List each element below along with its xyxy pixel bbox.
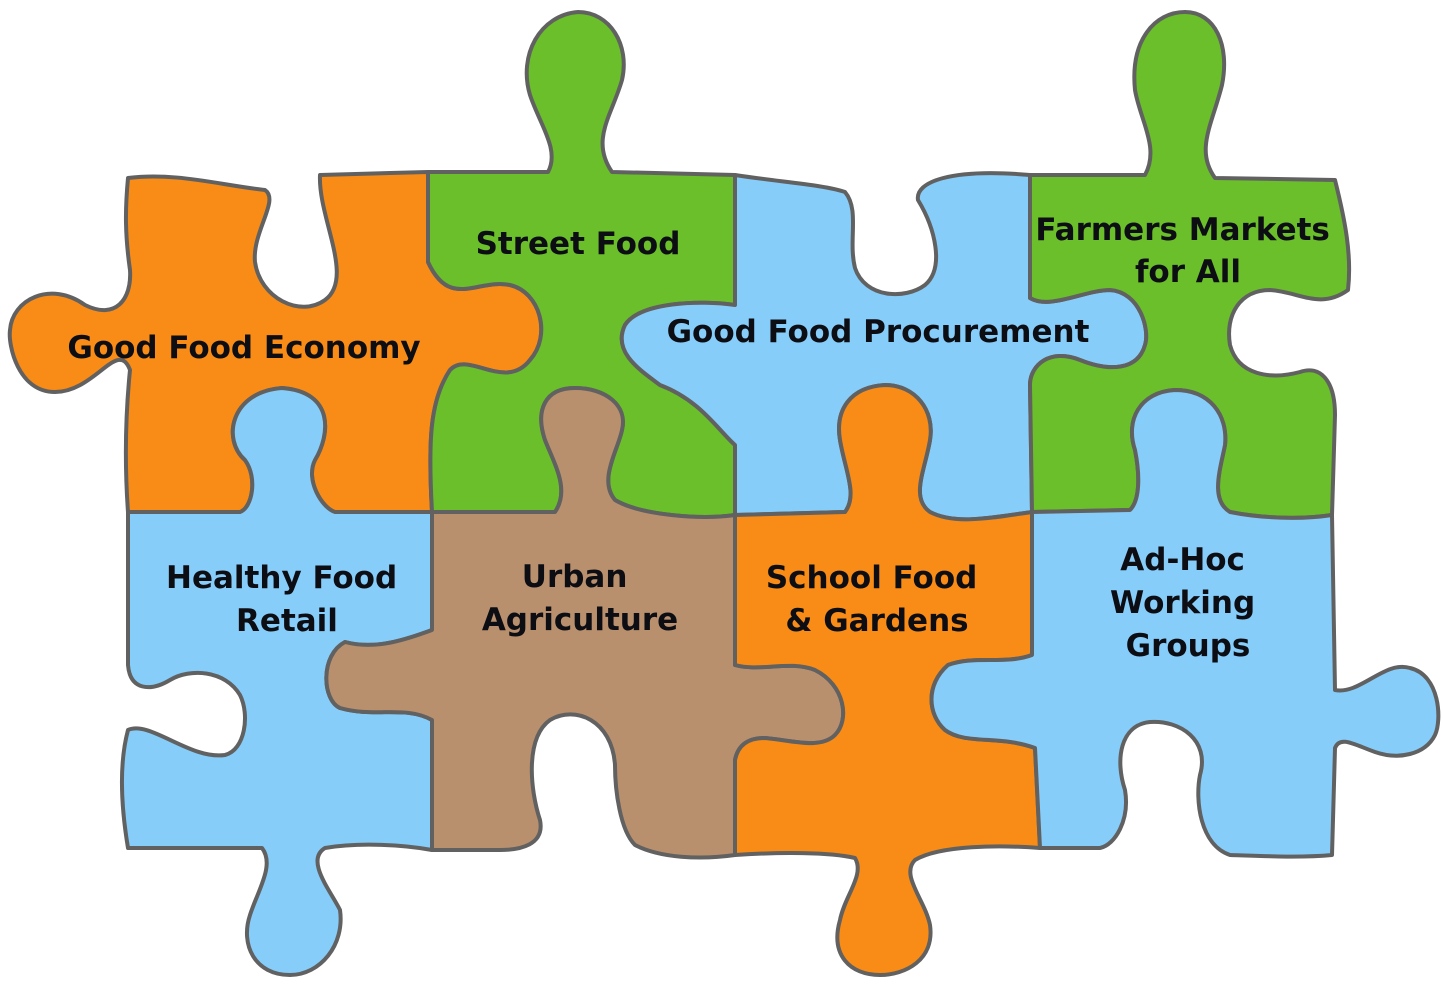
piece-shape <box>120 386 434 977</box>
label-farmers-markets: Farmers Markets for All <box>1035 212 1340 290</box>
piece-healthy-food-retail <box>120 386 434 977</box>
label-good-food-economy: Good Food Economy <box>67 330 420 366</box>
label-urban-agriculture: Urban Agriculture <box>482 559 678 638</box>
piece-shape <box>733 383 1042 977</box>
piece-ad-hoc <box>929 388 1441 859</box>
label-ad-hoc: Ad-Hoc Working Groups <box>1110 542 1266 664</box>
piece-shape <box>1028 10 1352 520</box>
piece-farmers-markets <box>1028 10 1352 520</box>
label-good-food-procurement: Good Food Procurement <box>667 314 1090 350</box>
label-school-food: School Food & Gardens <box>766 560 988 639</box>
label-healthy-food-retail: Healthy Food Retail <box>166 560 408 639</box>
piece-shape <box>929 388 1441 859</box>
label-street-food: Street Food <box>476 226 681 262</box>
piece-school-food <box>733 383 1042 977</box>
